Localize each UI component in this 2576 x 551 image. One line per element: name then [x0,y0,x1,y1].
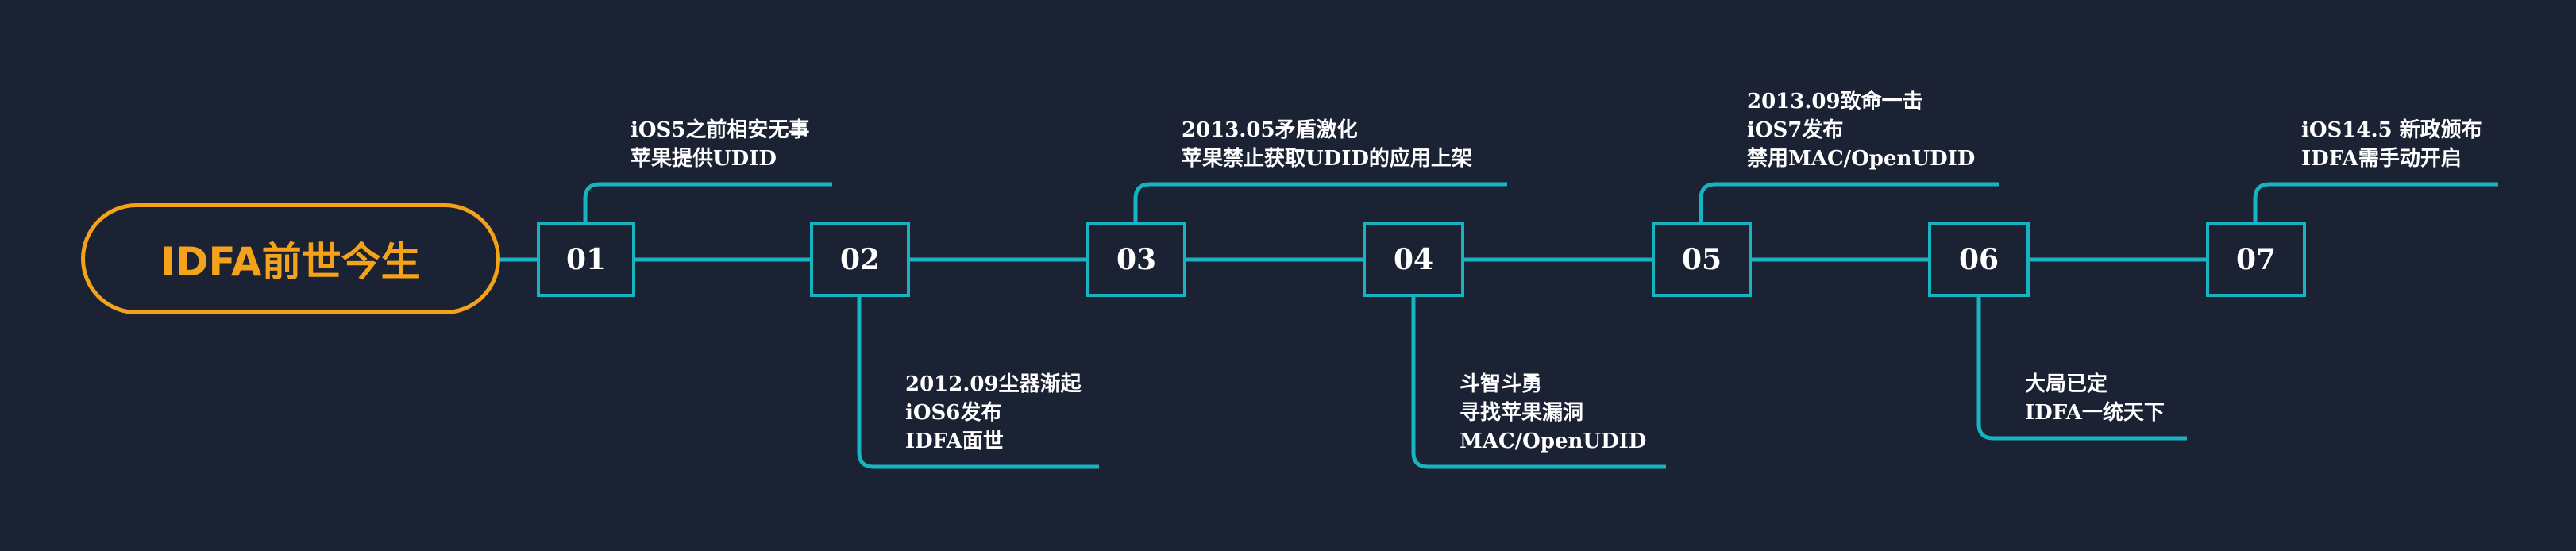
event-07-line-2: IDFA需手动开启 [2301,147,2462,171]
event-01-text: iOS5之前相安无事 苹果提供UDID [631,116,809,173]
event-05-text: 2013.09致命一击 iOS7发布 禁用MAC/OpenUDID [1747,87,1975,173]
connector-03 [1133,182,1507,222]
event-04-line-2: 寻找苹果漏洞 [1460,401,1584,425]
timeline-node-02: 02 [810,222,910,297]
event-03-line-2: 苹果禁止获取UDID的应用上架 [1182,147,1472,171]
connector-01 [583,182,832,222]
connector-02 [857,297,1099,469]
event-01-line-1: iOS5之前相安无事 [631,118,810,142]
timeline-node-04: 04 [1363,222,1464,297]
event-04-line-3: MAC/OpenUDID [1460,430,1647,453]
timeline-title: IDFA前世今生 [81,203,500,314]
event-03-line-1: 2013.05矛盾激化 [1182,118,1358,142]
event-02-line-3: IDFA面世 [905,430,1004,453]
event-02-line-2: iOS6发布 [905,401,1002,425]
event-02-line-1: 2012.09尘器渐起 [905,372,1082,396]
connector-06 [1976,297,2187,441]
timeline-node-05: 05 [1652,222,1752,297]
event-05-line-2: iOS7发布 [1747,118,1844,142]
event-01-line-2: 苹果提供UDID [631,147,777,171]
event-05-line-3: 禁用MAC/OpenUDID [1747,147,1976,171]
connector-05 [1699,182,1999,222]
connector-07 [2253,182,2498,222]
connector-04 [1411,297,1666,469]
event-06-text: 大局已定 IDFA一统天下 [2025,370,2165,427]
event-02-text: 2012.09尘器渐起 iOS6发布 IDFA面世 [905,370,1082,456]
event-04-text: 斗智斗勇 寻找苹果漏洞 MAC/OpenUDID [1460,370,1646,456]
timeline-node-01: 01 [537,222,635,297]
event-04-line-1: 斗智斗勇 [1460,372,1543,396]
timeline-node-07: 07 [2206,222,2306,297]
event-05-line-1: 2013.09致命一击 [1747,90,1923,114]
event-07-text: iOS14.5 新政颁布 IDFA需手动开启 [2301,116,2482,173]
event-07-line-1: iOS14.5 新政颁布 [2301,118,2482,142]
event-06-line-2: IDFA一统天下 [2025,401,2165,425]
timeline-node-06: 06 [1928,222,2030,297]
event-06-line-1: 大局已定 [2025,372,2108,396]
timeline-node-03: 03 [1086,222,1186,297]
event-03-text: 2013.05矛盾激化 苹果禁止获取UDID的应用上架 [1182,116,1472,173]
